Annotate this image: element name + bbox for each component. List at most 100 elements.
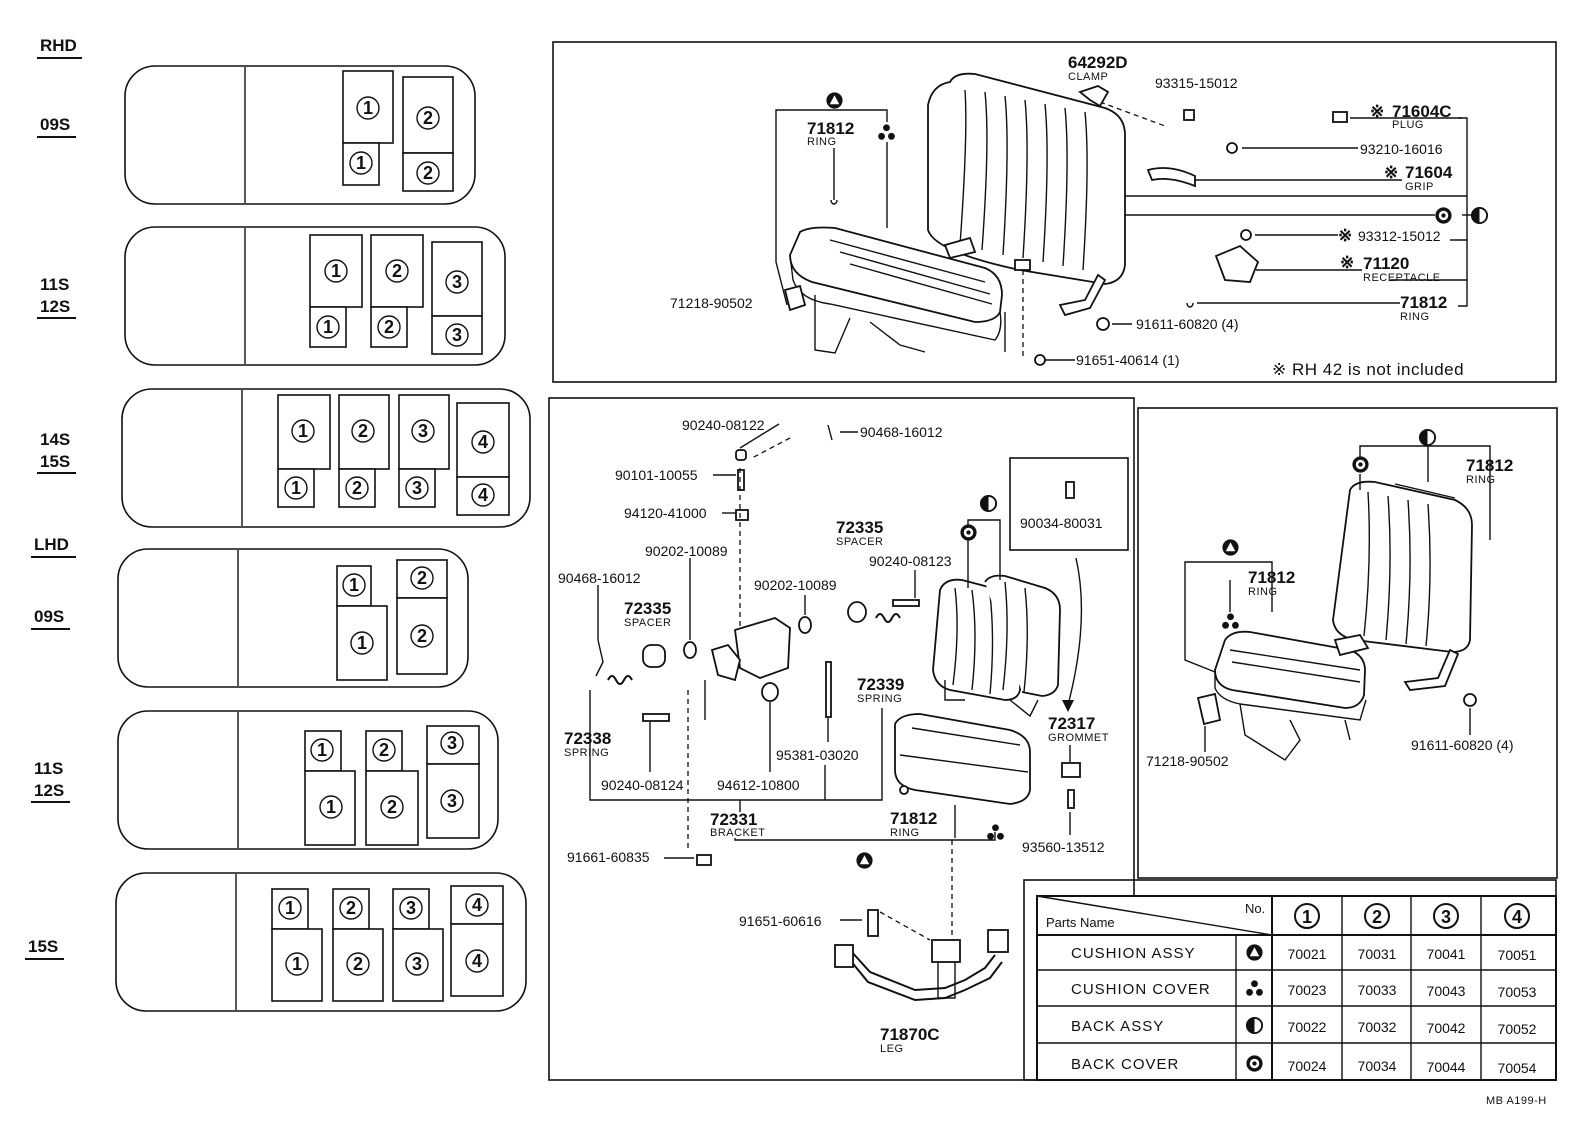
row-name: CUSHION COVER — [1071, 981, 1211, 998]
part-number-cell: 70051 — [1498, 947, 1537, 963]
part-number-cell: 70044 — [1427, 1059, 1466, 1075]
column-header: 1 — [1302, 907, 1312, 927]
seat-position: 2 — [387, 797, 397, 817]
seat-position: 3 — [452, 325, 462, 345]
triangle-in-circle-icon — [826, 92, 843, 109]
part-label: 71870C — [880, 1025, 940, 1044]
top-panel-parts — [783, 85, 1348, 366]
seat-position: 1 — [363, 98, 373, 118]
seat-position: 2 — [379, 740, 389, 760]
table-row: CUSHION ASSY 70021 70031 70041 70051 — [1071, 944, 1537, 963]
part-label: 90202-10089 — [754, 577, 837, 593]
seat-position: 3 — [447, 791, 457, 811]
seat-position: 2 — [352, 478, 362, 498]
part-label: 90202-10089 — [645, 543, 728, 559]
part-label: 71812 — [1466, 456, 1513, 475]
layout-code: 12S — [40, 297, 70, 316]
seat-position: 2 — [423, 108, 433, 128]
leg-drawing — [834, 929, 1009, 1002]
layout-code: 09S — [40, 115, 70, 134]
part-label: 93560-13512 — [1022, 839, 1105, 855]
part-number-cell: 70052 — [1498, 1021, 1537, 1037]
bench-seat-drawing — [789, 72, 1126, 354]
part-name: PLUG — [1392, 119, 1424, 131]
part-number-cell: 70022 — [1288, 1019, 1327, 1035]
note-text: ※ RH 42 is not included — [1272, 360, 1464, 379]
part-name: LEG — [880, 1043, 904, 1055]
inset-box — [1009, 457, 1129, 551]
column-header: 2 — [1372, 907, 1382, 927]
part-label: 94612-10800 — [717, 777, 800, 793]
seat-position: 1 — [356, 153, 366, 173]
column-header: 4 — [1512, 907, 1522, 927]
part-label: 71604C — [1392, 102, 1452, 121]
part-number-cell: 70024 — [1288, 1058, 1327, 1074]
seat-position: 2 — [346, 898, 356, 918]
seat-position: 3 — [412, 954, 422, 974]
seat-layout-lhd-09s: 09S 1 2 1 2 — [31, 548, 469, 688]
seat-position: 3 — [452, 272, 462, 292]
table-row: BACK COVER 70024 70034 70044 70054 — [1071, 1055, 1537, 1076]
part-label: 90240-08123 — [869, 553, 952, 569]
part-number-cell: 70041 — [1427, 946, 1466, 962]
seat-position: 2 — [417, 568, 427, 588]
dot-in-gear-icon — [1435, 207, 1452, 224]
half-circle-icon — [979, 494, 998, 513]
bottom-left-leaders — [589, 423, 1083, 941]
part-name: GRIP — [1405, 181, 1434, 193]
seat-position: 3 — [412, 478, 422, 498]
part-name: RING — [1466, 474, 1496, 486]
layout-code: 15S — [28, 937, 58, 956]
part-label: 72335 — [624, 599, 671, 618]
top-panel-leaders — [775, 101, 1476, 361]
lhd-label: LHD — [34, 535, 69, 554]
triangle-in-circle-icon — [856, 852, 873, 869]
half-circle-icon — [1418, 428, 1437, 447]
part-number-cell: 70042 — [1427, 1020, 1466, 1036]
single-seat-drawing-2 — [1196, 480, 1477, 761]
seat-position: 1 — [349, 575, 359, 595]
row-name: BACK ASSY — [1071, 1018, 1164, 1035]
part-label: 94120-41000 — [624, 505, 707, 521]
group-label-rhd: RHD — [37, 36, 82, 59]
seat-layout-rhd-11s-12s: 11S 12S 1 2 3 1 2 3 — [37, 226, 506, 366]
part-name: RING — [1400, 311, 1430, 323]
part-label: 71120 — [1363, 254, 1409, 273]
layout-code: 15S — [40, 452, 70, 471]
part-label: 91651-40614 (1) — [1076, 352, 1180, 368]
part-label: 71812 — [807, 119, 854, 138]
part-name: SPRING — [857, 693, 902, 705]
seat-position: 2 — [392, 261, 402, 281]
layout-code: 11S — [40, 275, 69, 294]
table-header-no: No. — [1245, 901, 1265, 916]
layout-code: 09S — [34, 607, 64, 626]
seat-position: 2 — [423, 163, 433, 183]
seat-layout-schematics: RHD LHD 09S 1 2 1 2 11S 12S — [25, 36, 531, 1012]
part-label: 90240-08124 — [601, 777, 684, 793]
triangle-in-circle-icon — [1222, 539, 1239, 556]
table-row: BACK ASSY 70022 70032 70042 70052 — [1071, 1016, 1537, 1037]
seat-position: 4 — [478, 432, 488, 452]
leg-hardware-parts — [595, 424, 1081, 937]
part-number-cell: 70054 — [1498, 1060, 1537, 1076]
layout-code: 12S — [34, 781, 64, 800]
part-number-cell: 70021 — [1288, 946, 1327, 962]
seat-position: 1 — [357, 633, 367, 653]
single-seat-drawing — [894, 574, 1061, 805]
part-number-cell: 70023 — [1288, 982, 1327, 998]
seat-position: 1 — [292, 954, 302, 974]
part-name: CLAMP — [1068, 71, 1108, 83]
part-label: 71812 — [890, 809, 937, 828]
part-label: 91611-60820 (4) — [1136, 316, 1238, 332]
row-name: CUSHION ASSY — [1071, 945, 1196, 962]
seat-position: 1 — [291, 478, 301, 498]
drawing-code: MB A199-H — [1486, 1095, 1547, 1107]
part-label: 90101-10055 — [615, 467, 698, 483]
row-name: BACK COVER — [1071, 1056, 1179, 1073]
rhd-label: RHD — [40, 36, 77, 55]
part-name: RING — [890, 827, 920, 839]
dot-in-gear-icon — [1246, 1055, 1263, 1072]
part-label: 72338 — [564, 729, 611, 748]
seat-position: 1 — [326, 797, 336, 817]
